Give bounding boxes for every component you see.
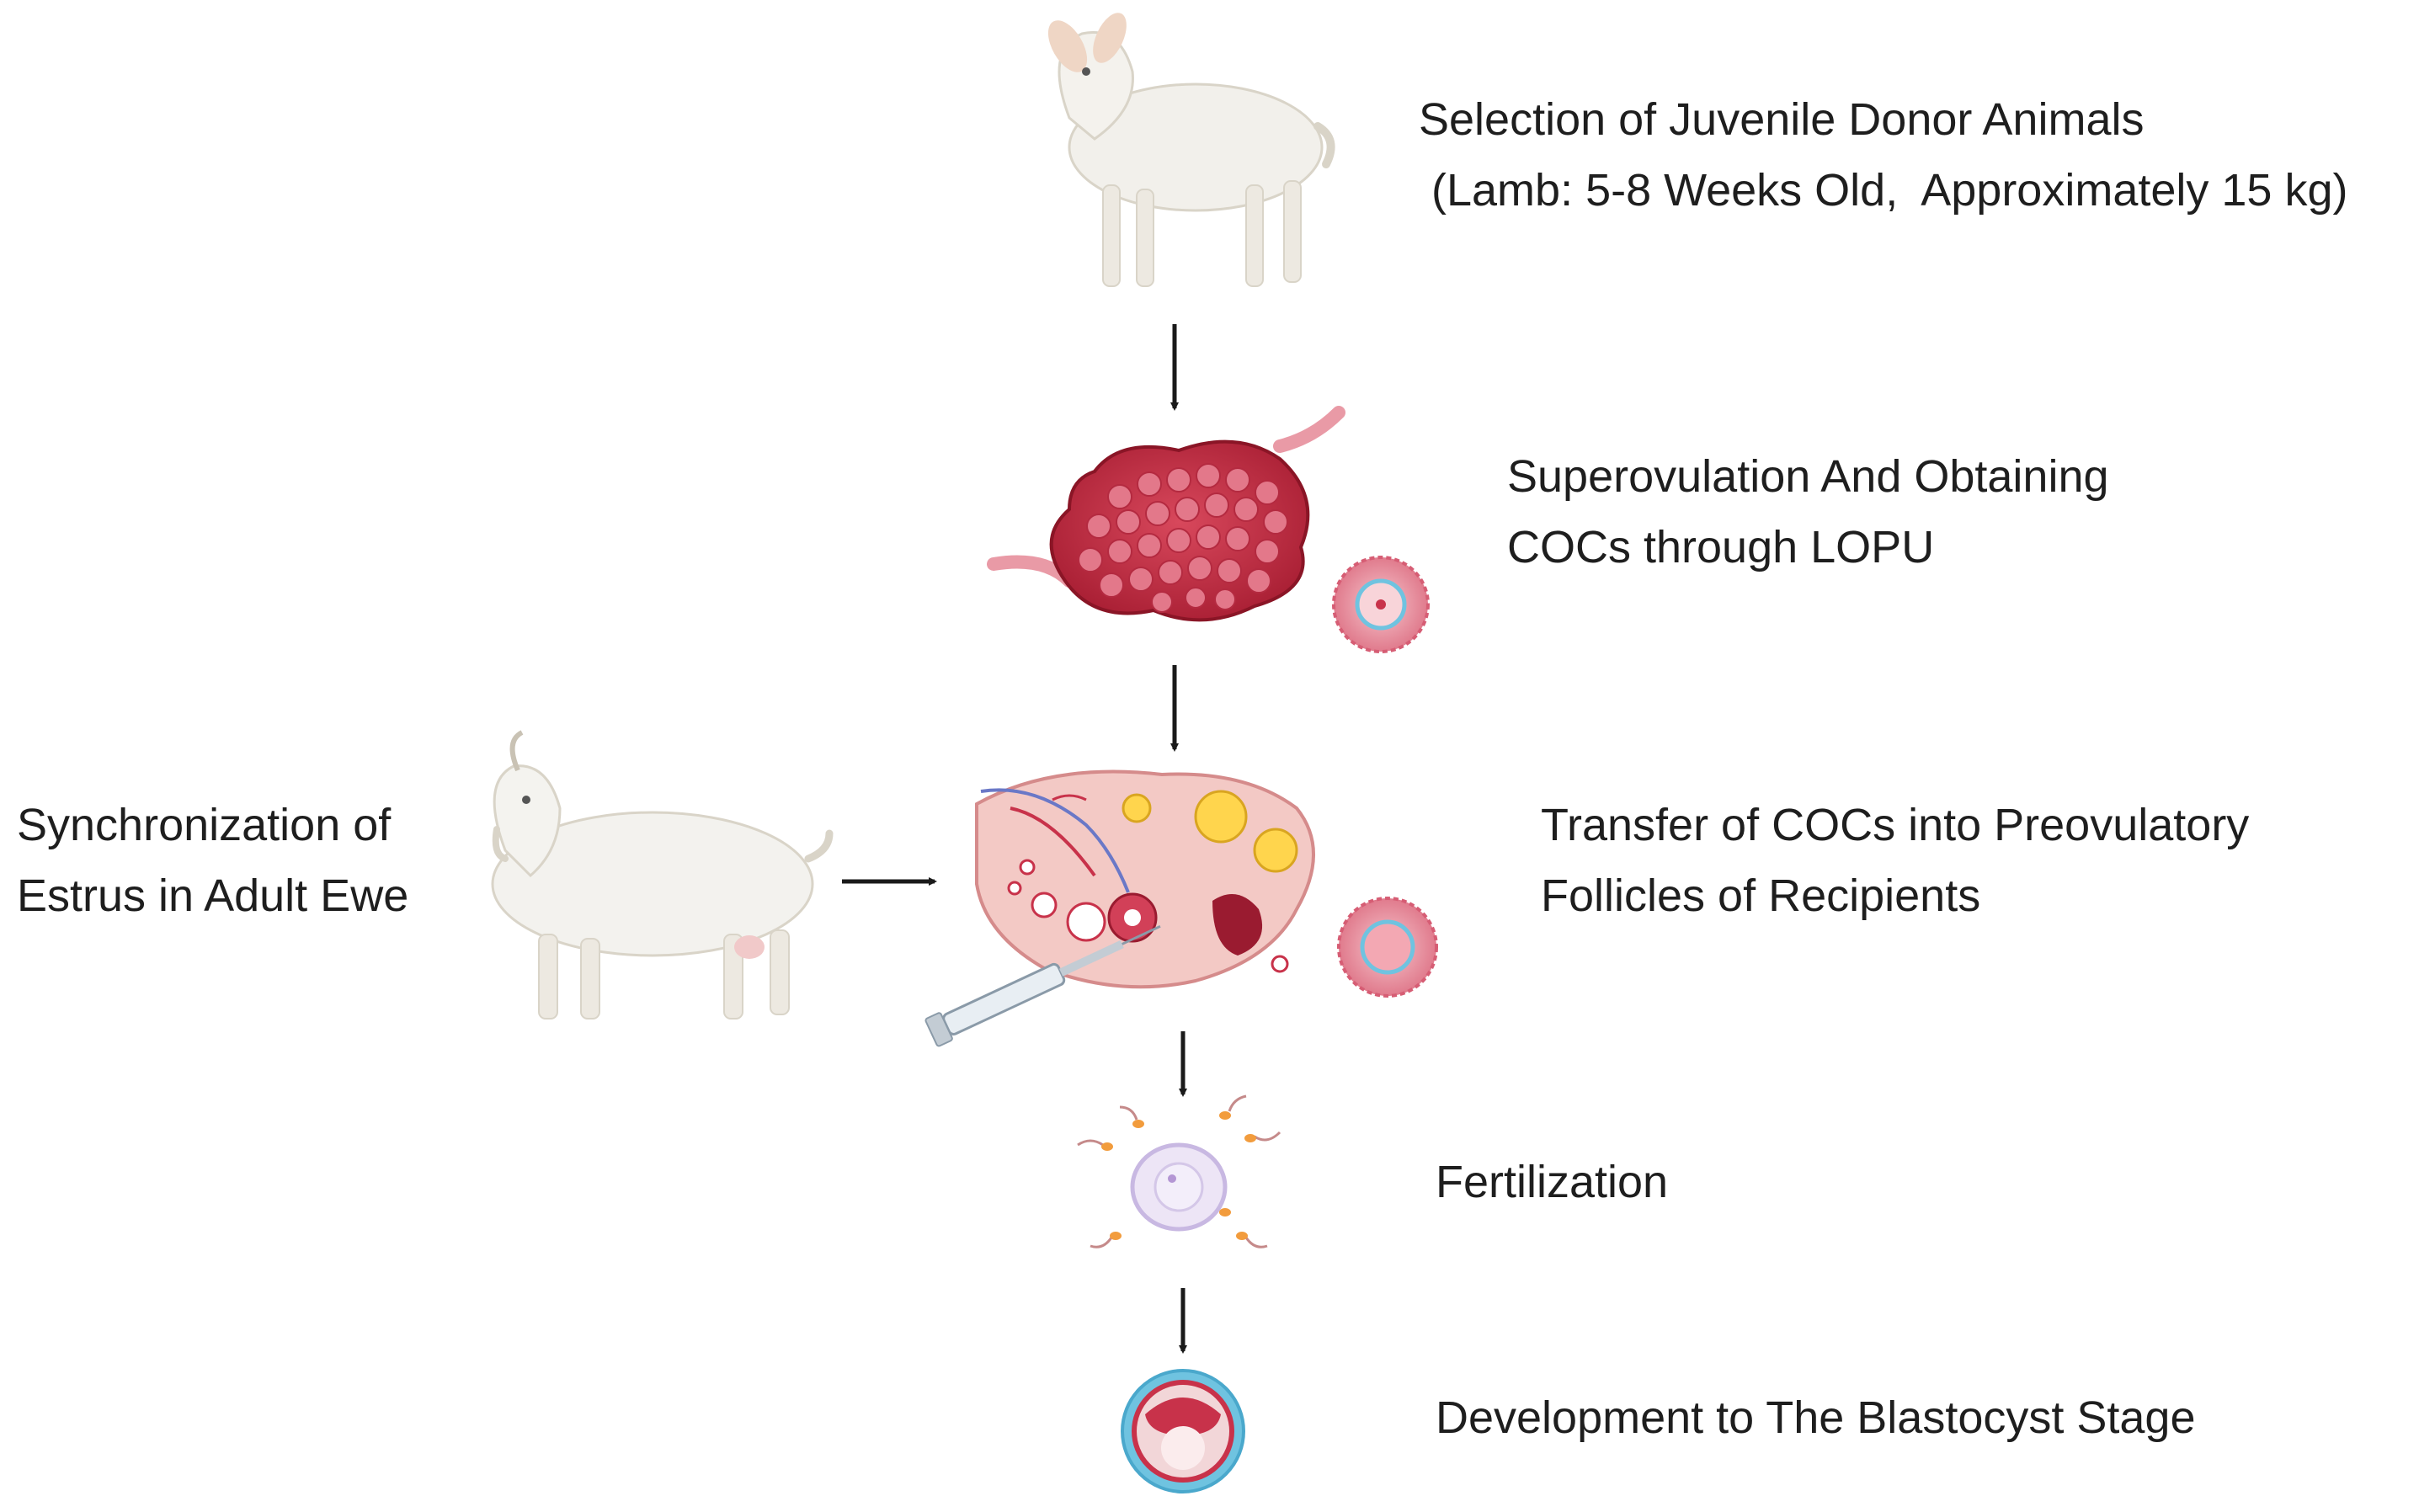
blastocyst-icon (1121, 1369, 1245, 1493)
lamb-icon (1047, 13, 1335, 287)
label-transfer: Transfer of COCs into Preovulatory Folli… (1541, 790, 2249, 931)
label-superovulation: Superovulation And Obtaining COCs throug… (1507, 441, 2109, 583)
selection-line2: (Lamb: 5-8 Weeks Old, Approximately 15 k… (1419, 165, 2348, 216)
transfer-line1: Transfer of COCs into Preovulatory (1541, 800, 2250, 850)
ovary-injection-icon (924, 769, 1315, 1047)
superovulation-line2: COCs through LOPU (1507, 522, 1935, 572)
superovulated-ovary-icon (987, 406, 1345, 622)
coc-cell-icon (1332, 556, 1430, 653)
label-fertilization: Fertilization (1436, 1147, 1668, 1217)
coc-cell-icon-2 (1337, 897, 1438, 998)
label-synchronization: Synchronization of Estrus in Adult Ewe (17, 790, 408, 931)
development-line1: Development to The Blastocyst Stage (1436, 1392, 2196, 1443)
label-selection: Selection of Juvenile Donor Animals (Lam… (1419, 84, 2347, 226)
superovulation-line1: Superovulation And Obtaining (1507, 451, 2109, 502)
selection-line1: Selection of Juvenile Donor Animals (1419, 94, 2145, 145)
synchronization-line1: Synchronization of (17, 800, 392, 850)
label-development: Development to The Blastocyst Stage (1436, 1382, 2196, 1453)
fertilization-line1: Fertilization (1436, 1157, 1669, 1207)
fertilization-icon (1077, 1094, 1281, 1248)
synchronization-line2: Estrus in Adult Ewe (17, 870, 409, 921)
transfer-line2: Follicles of Recipients (1541, 870, 1981, 921)
goat-icon (491, 730, 834, 1020)
